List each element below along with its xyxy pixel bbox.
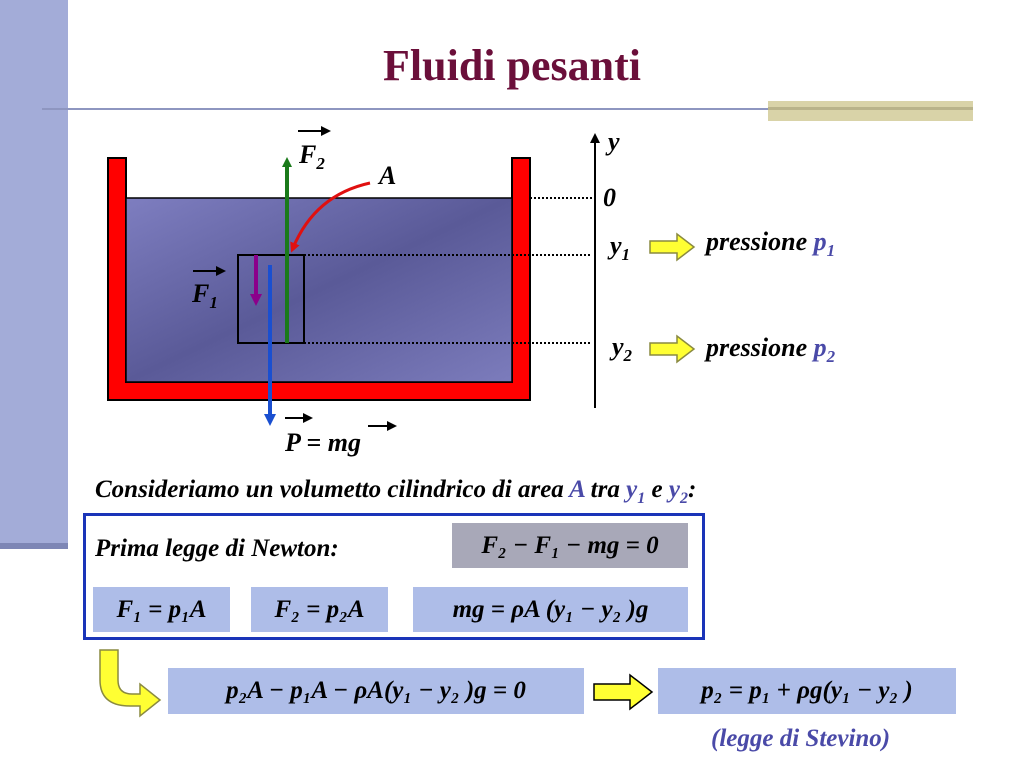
pressure-p2-label: pressione p2 — [704, 333, 836, 366]
intro-sentence: Consideriamo un volumetto cilindrico di … — [95, 476, 697, 507]
formula-f2: F₂ = p₂A — [251, 587, 388, 632]
level-y1-label: y1 — [607, 231, 630, 264]
fluid — [125, 197, 513, 383]
yellow-arrow-p2 — [649, 334, 696, 364]
newton-label: Prima legge di Newton: — [95, 535, 339, 562]
axis-y-label: y — [605, 127, 620, 156]
title-accent-line — [768, 107, 973, 110]
slide-title: Fluidi pesanti — [383, 41, 641, 90]
yellow-arrow-result — [593, 673, 654, 711]
area-label: A — [377, 161, 396, 190]
level-y2-label: y2 — [609, 332, 633, 365]
formula-combined: p₂A − p₁A − ρA(y₁ − y₂ )g = 0 — [168, 668, 584, 714]
formula-mg: mg = ρA (y₁ − y₂ )g — [413, 587, 688, 632]
f2-label: F2 — [298, 140, 325, 173]
sidebar-band — [0, 0, 68, 548]
area-pointer-arrow — [290, 181, 371, 253]
title-rule — [42, 108, 972, 110]
weight-label: P = mg — [284, 428, 361, 457]
level-0-label: 0 — [603, 183, 616, 212]
yellow-bent-arrow — [99, 649, 162, 718]
title-accent — [768, 101, 973, 121]
stevino-law-label: (legge di Stevino) — [711, 725, 891, 752]
formula-newton: F₂ − F₁ − mg = 0 — [452, 523, 688, 568]
yellow-arrow-p1 — [649, 232, 696, 262]
pressure-p1-label: pressione p1 — [704, 227, 835, 260]
formula-result: p₂ = p₁ + ρg(y₁ − y₂ ) — [658, 668, 956, 714]
formula-f1: F₁ = p₁A — [93, 587, 230, 632]
newton-box — [83, 513, 705, 640]
sidebar-edge — [0, 543, 68, 549]
f1-label: F1 — [191, 279, 218, 312]
